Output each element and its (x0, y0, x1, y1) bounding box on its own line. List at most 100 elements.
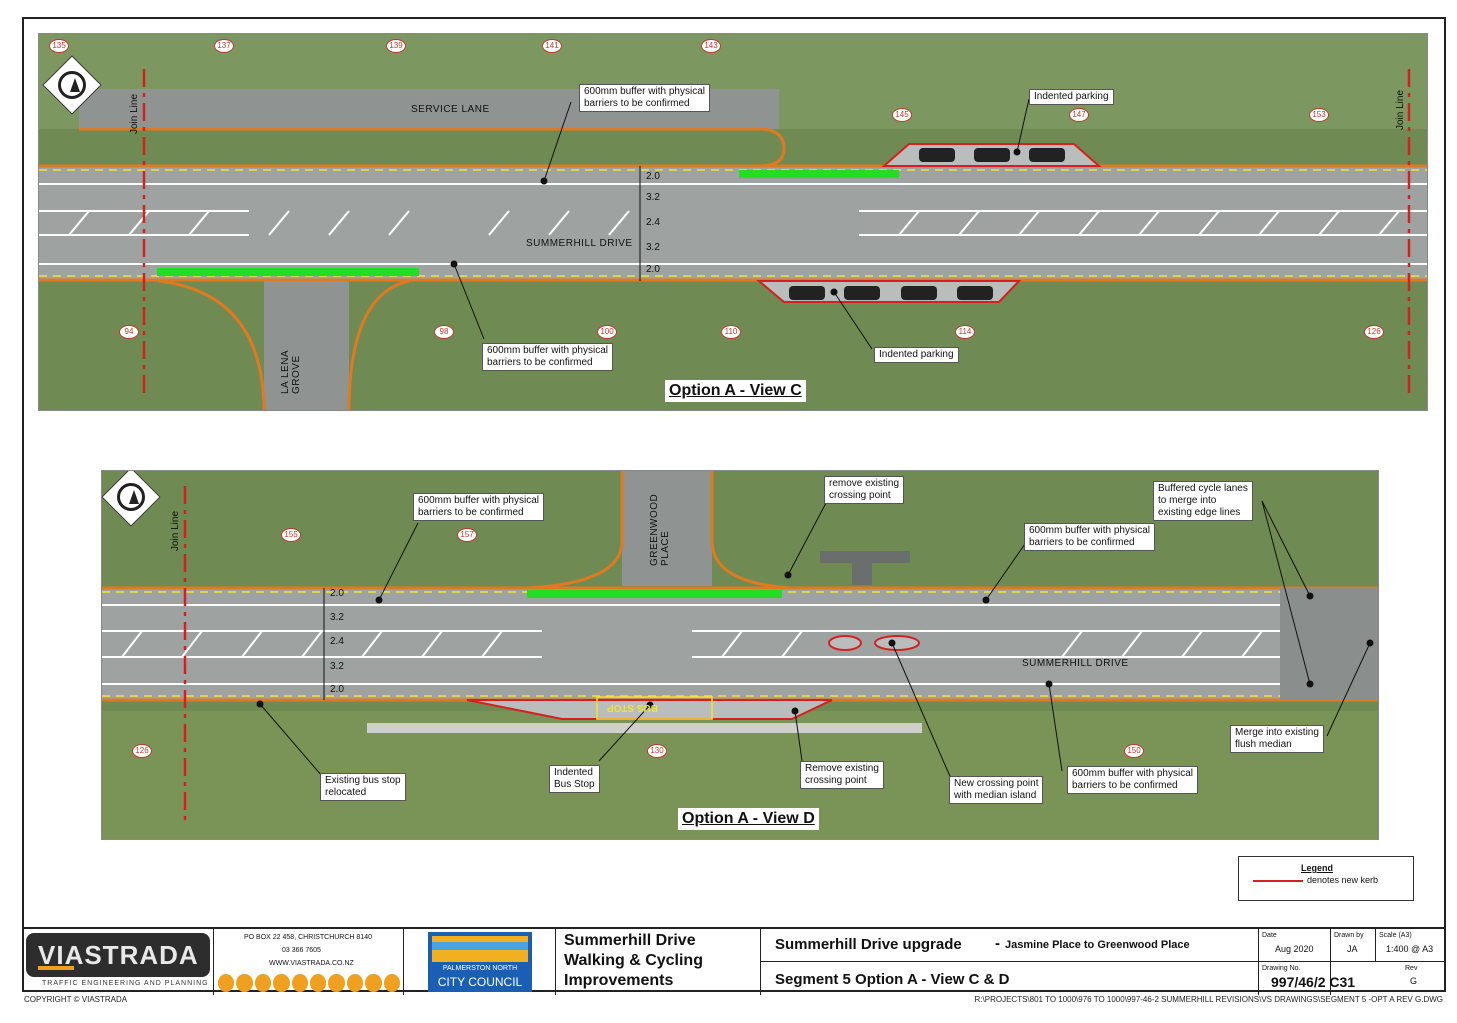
lot-number: 135 (49, 39, 69, 53)
new-kerb-swatch (1253, 880, 1303, 882)
buffer-callout: 600mm buffer with physical barriers to b… (413, 493, 544, 521)
lot-number: 100 (597, 325, 617, 339)
drawing-number: 997/46/2 C31 (1271, 974, 1356, 990)
lot-number: 139 (386, 39, 406, 53)
lot-number: 110 (721, 325, 741, 339)
lot-number: 145 (892, 108, 912, 122)
bus-stop-marking: BUS STOP (607, 702, 658, 713)
side-street-label: GREENWOOD PLACE (649, 493, 671, 566)
service-icons (218, 974, 401, 992)
contact-cell: PO BOX 22 458, CHRISTCHURCH 8140 03 366 … (214, 929, 404, 995)
lot-number: 141 (542, 39, 562, 53)
company-name: VIASTRADA (38, 940, 199, 970)
date-cell: Date Aug 2020 Drawing No. 997/46/2 C31 (1259, 929, 1444, 995)
logo-accent (38, 940, 74, 970)
dimension-label: 2.4 (646, 217, 660, 228)
company-logo-cell: VIASTRADA TRAFFIC ENGINEERING AND PLANNI… (22, 929, 214, 995)
bus-relocated-callout: Existing bus stop relocated (320, 773, 406, 801)
project-line1: Summerhill Drive (564, 932, 696, 949)
dimension-label: 3.2 (330, 661, 344, 672)
dimension-label: 2.0 (646, 171, 660, 182)
rev-label: Rev (1405, 965, 1418, 972)
company-tagline: TRAFFIC ENGINEERING AND PLANNING (42, 980, 209, 987)
buffer-callout: 600mm buffer with physical barriers to b… (579, 84, 710, 112)
indented-parking-callout: Indented parking (874, 347, 959, 363)
view-c-panel: 135 137 139 141 143 145 147 153 94 98 10… (38, 33, 1428, 411)
view-d-panel: 155 157 126 130 150 Join Line GREENWOOD … (101, 470, 1379, 840)
lot-number: 98 (434, 325, 454, 339)
lot-number: 150 (1124, 744, 1144, 758)
sheet-border (22, 17, 1446, 992)
buffer-callout: 600mm buffer with physical barriers to b… (1067, 766, 1198, 794)
lot-number: 126 (1364, 325, 1384, 339)
indented-parking-callout: Indented parking (1029, 89, 1114, 105)
copyright: COPYRIGHT © VIASTRADA (24, 995, 128, 1004)
drawing-title-cell: Summerhill Drive upgrade - Jasmine Place… (761, 929, 1259, 995)
dimension-label: 2.0 (330, 684, 344, 695)
council-logo: PALMERSTON NORTH CITY COUNCIL (428, 932, 532, 992)
council-line1: PALMERSTON NORTH (442, 965, 518, 972)
dimension-label: 3.2 (646, 192, 660, 203)
drawn-by-label: Drawn by (1334, 932, 1364, 939)
view-c-plan (39, 34, 1427, 410)
lot-number: 114 (955, 325, 975, 339)
buffer-callout: 600mm buffer with physical barriers to b… (1024, 523, 1155, 551)
project-line2: Walking & Cycling (564, 952, 703, 969)
lot-number: 137 (214, 39, 234, 53)
dimension-label: 2.0 (330, 588, 344, 599)
road-name-label: SUMMERHILL DRIVE (526, 238, 633, 249)
drawing-title: Summerhill Drive upgrade (775, 936, 962, 953)
indented-bus-callout: Indented Bus Stop (549, 765, 600, 793)
sheet-title: Segment 5 Option A - View C & D (775, 971, 1010, 988)
lot-number: 143 (701, 39, 721, 53)
lot-number: 94 (119, 325, 139, 339)
dimension-label: 2.0 (646, 264, 660, 275)
legend-item: denotes new kerb (1307, 875, 1379, 885)
lot-number: 157 (457, 528, 477, 542)
lot-number: 130 (647, 744, 667, 758)
view-d-title: Option A - View D (678, 808, 819, 830)
join-line-label: Join Line (1395, 89, 1406, 130)
rev-value: G (1410, 976, 1418, 986)
buffered-merge-callout: Buffered cycle lanes to merge into exist… (1153, 481, 1253, 521)
buffer-callout: 600mm buffer with physical barriers to b… (482, 343, 613, 371)
lot-number: 153 (1309, 108, 1329, 122)
council-line2: CITY COUNCIL (437, 975, 523, 989)
join-line-label: Join Line (129, 93, 140, 134)
scale-label: Scale (A3) (1379, 932, 1412, 939)
address: PO BOX 22 458, CHRISTCHURCH 8140 (244, 934, 372, 941)
drawn-by-value: JA (1347, 944, 1358, 954)
lot-number: 147 (1069, 108, 1089, 122)
phone: 03 366 7605 (282, 947, 321, 954)
project-line3: Improvements (564, 972, 674, 989)
council-logo-cell: PALMERSTON NORTH CITY COUNCIL (404, 929, 556, 995)
revision-cell: Rev G (1402, 963, 1446, 995)
service-lane-label: SERVICE LANE (411, 104, 490, 115)
date-value: Aug 2020 (1275, 944, 1314, 954)
scale-cell: Scale (A3) 1:400 @ A3 (1376, 929, 1446, 962)
lot-number: 126 (132, 744, 152, 758)
new-crossing-callout: New crossing point with median island (949, 776, 1044, 804)
legend-title: Legend (1301, 863, 1334, 873)
drawing-no-label: Drawing No. (1262, 965, 1301, 972)
legend: Legend denotes new kerb (1238, 856, 1414, 901)
file-path: R:\PROJECTS\801 TO 1000\976 TO 1000\997-… (974, 995, 1443, 1004)
join-line-label: Join Line (170, 510, 181, 551)
title-block: VIASTRADA TRAFFIC ENGINEERING AND PLANNI… (22, 927, 1446, 995)
view-c-title: Option A - View C (665, 380, 806, 402)
viastrada-logo: VIASTRADA (26, 933, 210, 977)
remove-crossing-callout: remove existing crossing point (824, 476, 905, 504)
drawn-by-cell: Drawn by JA (1331, 929, 1376, 962)
merge-median-callout: Merge into existing flush median (1230, 725, 1324, 753)
scale-value: 1:400 @ A3 (1386, 944, 1434, 954)
road-name-label: SUMMERHILL DRIVE (1022, 658, 1129, 669)
dimension-label: 3.2 (330, 612, 344, 623)
date-label: Date (1262, 932, 1277, 939)
website: WWW.VIASTRADA.CO.NZ (269, 960, 354, 967)
project-cell: Summerhill Drive Walking & Cycling Impro… (556, 929, 761, 995)
dimension-label: 2.4 (330, 636, 344, 647)
side-street-label: LA LENA GROVE (280, 349, 302, 394)
lot-number: 155 (281, 528, 301, 542)
drawing-subtitle: Jasmine Place to Greenwood Place (1005, 939, 1190, 951)
dimension-label: 3.2 (646, 242, 660, 253)
